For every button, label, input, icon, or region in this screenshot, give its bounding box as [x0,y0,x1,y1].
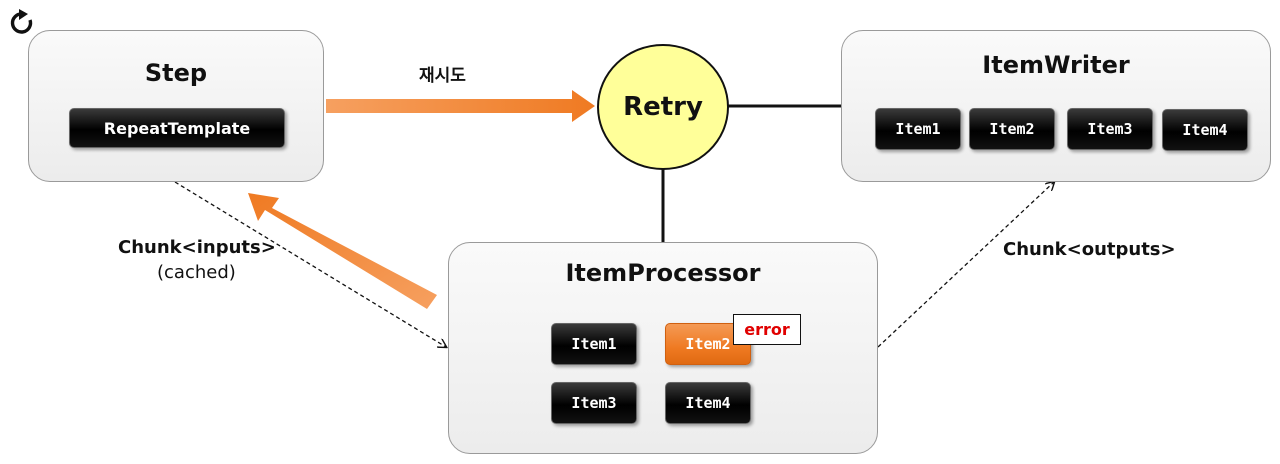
rollback-arrow [248,193,437,309]
retry-arrow-label: 재시도 [419,66,466,86]
processor-item-chip: Item3 [551,382,637,424]
item-writer-box: ItemWriter Item1 Item2 Item3 Item4 [841,30,1271,182]
item-writer-title: ItemWriter [982,51,1130,79]
writer-item-chip: Item2 [969,108,1055,150]
item-processor-box: ItemProcessor Item1 Item2 Item3 Item4 [448,242,878,454]
writer-item-chip: Item4 [1162,109,1248,151]
processor-item-chip: Item1 [551,323,637,365]
chunk-inputs-sublabel: (cached) [157,262,236,283]
item-processor-title: ItemProcessor [565,259,761,287]
chunk-outputs-label: Chunk<outputs> [1003,239,1176,260]
chunk-inputs-label: Chunk<inputs> [118,237,276,258]
chunk-outputs-arrow [877,182,1054,348]
writer-item-chip: Item3 [1067,108,1153,150]
writer-item-chip: Item1 [875,108,961,150]
retry-node: Retry [597,44,729,170]
processor-item-chip: Item4 [665,382,751,424]
step-box: Step RepeatTemplate [28,30,324,182]
error-badge: error [733,314,801,345]
retry-arrow [326,90,595,122]
refresh-icon [10,9,33,34]
step-title: Step [144,59,208,87]
repeat-template-chip: RepeatTemplate [69,108,285,148]
chunk-inputs-arrow [174,181,446,347]
